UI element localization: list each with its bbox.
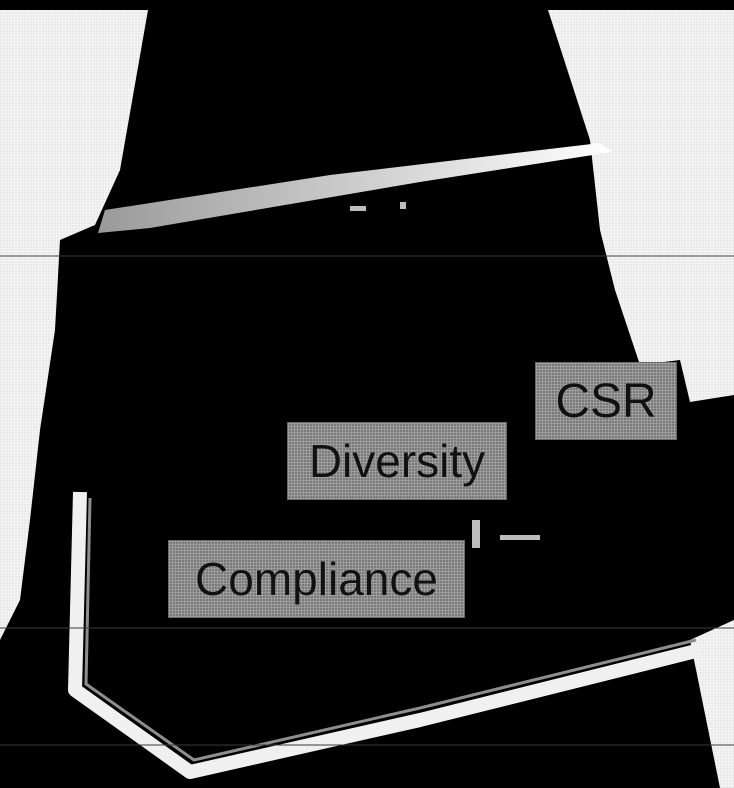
compliance-label: Compliance xyxy=(168,540,465,618)
diversity-label: Diversity xyxy=(287,422,507,500)
panel-edge-highlight xyxy=(68,491,702,779)
top-black-band xyxy=(0,0,734,10)
right-bottom-white-region xyxy=(690,620,734,788)
scan-speck xyxy=(350,206,366,211)
right-top-white-region xyxy=(548,10,734,402)
csr-label: CSR xyxy=(535,362,677,440)
scan-speck xyxy=(472,520,480,548)
left-top-white-region xyxy=(0,10,148,640)
panel-edge-shadow xyxy=(84,497,697,762)
scan-speck xyxy=(500,535,540,540)
top-highlight-ridge xyxy=(98,143,612,233)
scan-speck xyxy=(400,202,406,209)
